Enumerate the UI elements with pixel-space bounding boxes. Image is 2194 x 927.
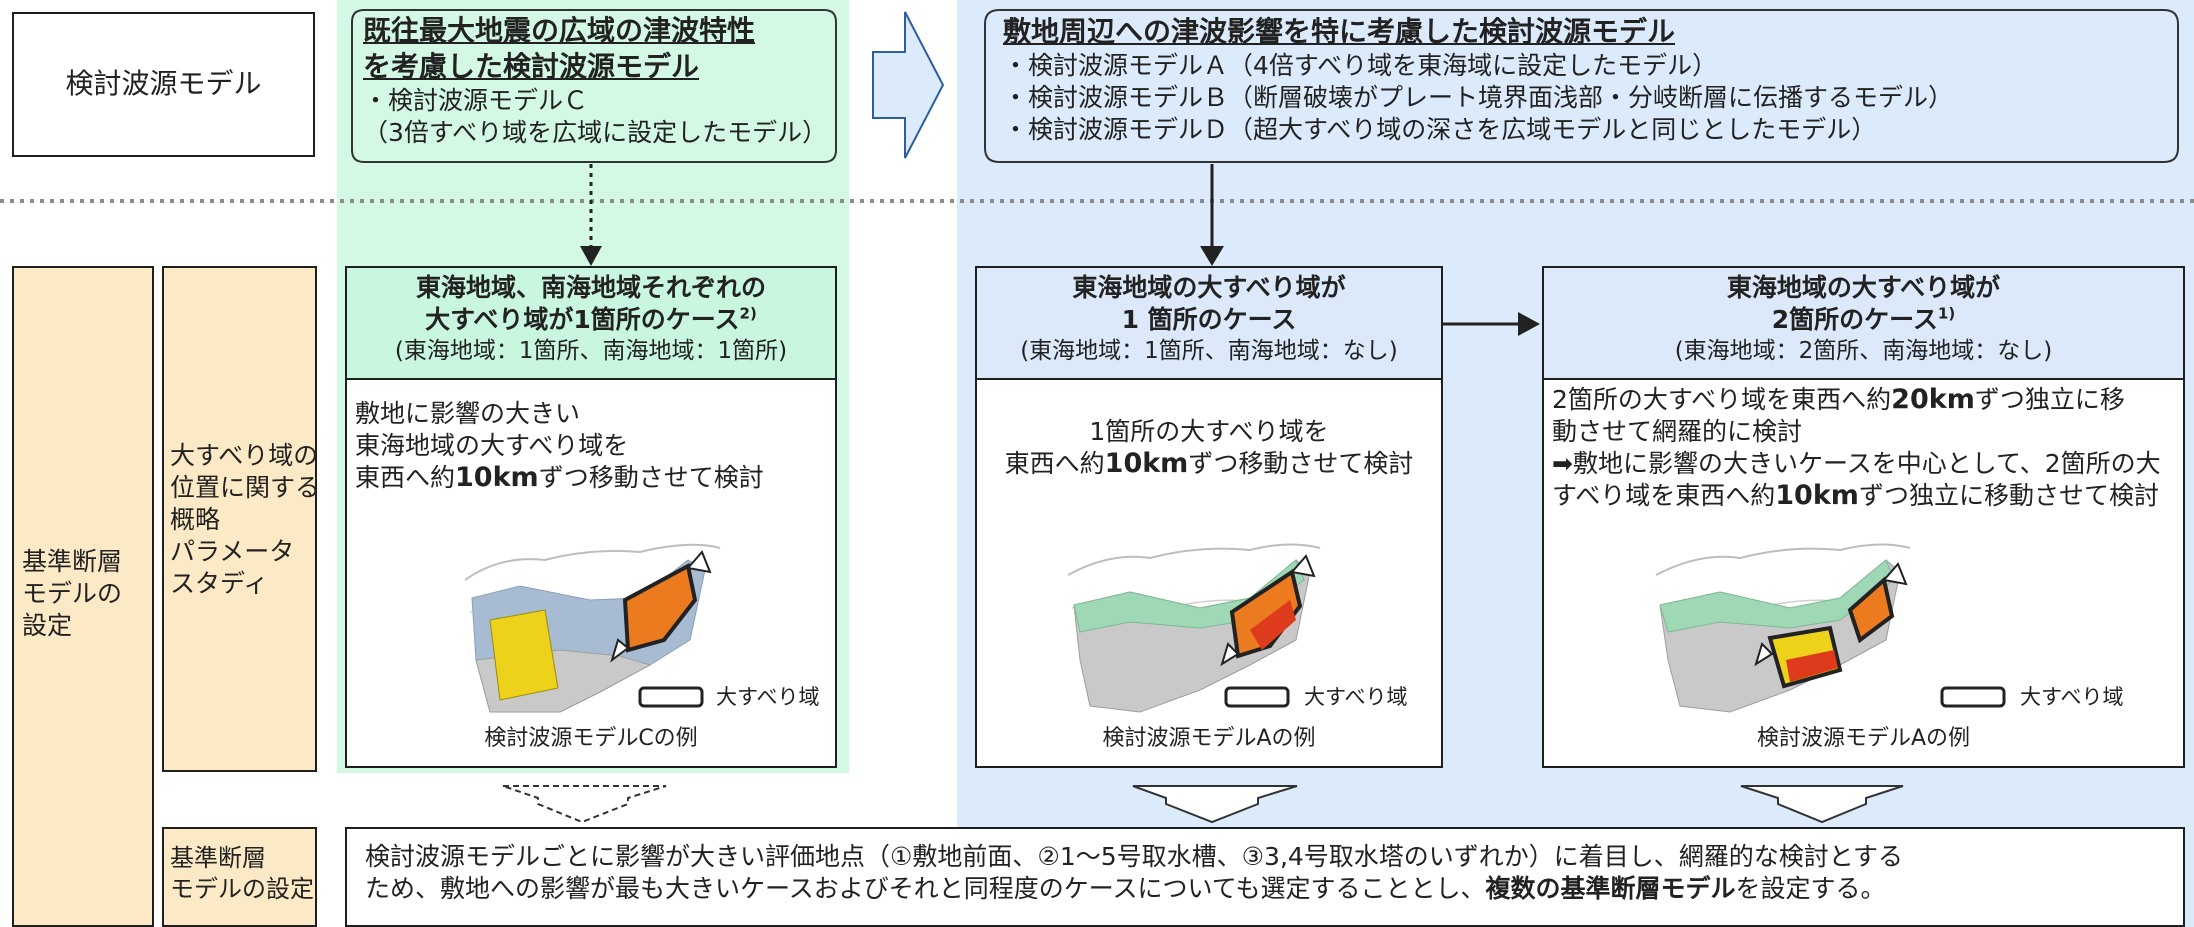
case-2-title-2: 1 箇所のケース [1121, 305, 1297, 334]
side-inner-label-study: 大すべり域の 位置に関する 概略 パラメータ スタディ [162, 266, 321, 772]
case-2-header: 東海地域の大すべり域が 1 箇所のケース (東海地域：1箇所、南海地域：なし) [977, 268, 1441, 380]
case-3-body: 2箇所の大すべり域を東西へ約20kmずつ独立に移 動させて網羅的に検討 ➡敷地に… [1544, 380, 2183, 512]
side-inner-study-4: パラメータ [170, 537, 295, 566]
case-3-body-4: すべり域を東西へ約10kmずつ独立に移動させて検討 [1552, 480, 2159, 511]
row-label-wave-source-model: 検討波源モデル [12, 12, 315, 157]
header-right-item-b: ・検討波源モデルＢ（断層破壊がプレート境界面浅部・分岐断層に伝播するモデル） [1003, 83, 1954, 112]
header-left-item-2: （3倍すべり域を広域に設定したモデル） [363, 118, 828, 147]
case-1-subtitle: (東海地域：1箇所、南海地域：1箇所) [394, 338, 788, 364]
case-2-subtitle: (東海地域：1箇所、南海地域：なし) [1020, 338, 1398, 364]
header-left-item-1: ・検討波源モデルＣ [363, 86, 589, 115]
side-setting-1: 基準断層 [170, 844, 266, 872]
legend-label-a-2: 大すべり域 [2020, 685, 2124, 709]
header-right-item-d: ・検討波源モデルＤ（超大すべり域の深さを広域モデルと同じとしたモデル） [1003, 115, 1877, 144]
side-outer-line-1: 基準断層 [22, 547, 123, 576]
map-caption-a-1: 検討波源モデルAの例 [1102, 726, 1316, 751]
case-1-body-1: 敷地に影響の大きい [355, 399, 581, 428]
case-1-header: 東海地域、南海地域それぞれの 大すべり域が1箇所のケース2) (東海地域：1箇所… [347, 268, 835, 380]
case-3-body-3: ➡敷地に影響の大きいケースを中心として、2箇所の大 [1552, 449, 2161, 478]
case-1-footnote: 2) [739, 304, 757, 323]
case-3-subtitle: (東海地域：2箇所、南海地域：なし) [1674, 338, 2053, 364]
case-1-body-2: 東海地域の大すべり域を [355, 431, 629, 460]
case-box-3: 東海地域の大すべり域が 2箇所のケース1) (東海地域：2箇所、南海地域：なし)… [1542, 266, 2185, 768]
case-2-body-2: 東西へ約10kmずつ移動させて検討 [1004, 448, 1414, 479]
legend-label-c: 大すべり域 [716, 685, 820, 709]
case-1-body: 敷地に影響の大きい 東海地域の大すべり域を 東西へ約10kmずつ移動させて検討 [347, 380, 835, 494]
case-2-body: 1箇所の大すべり域を 東西へ約10kmずつ移動させて検討 [977, 380, 1441, 480]
case-3-title-2: 2箇所のケース1) [1771, 304, 1956, 334]
case-3-body-2: 動させて網羅的に検討 [1552, 417, 1803, 446]
conclusion-line-2: ため、敷地への影響が最も大きいケースおよびそれと同程度のケースについても選定する… [365, 874, 1886, 903]
header-right-title: 敷地周辺への津波影響を特に考慮した検討波源モデル [1003, 15, 1676, 48]
map-caption-c: 検討波源モデルCの例 [484, 726, 698, 751]
side-inner-study-5: スタディ [170, 569, 269, 598]
case-3-header: 東海地域の大すべり域が 2箇所のケース1) (東海地域：2箇所、南海地域：なし) [1544, 268, 2183, 380]
case-3-body-1: 2箇所の大すべり域を東西へ約20kmずつ独立に移 [1552, 384, 2125, 415]
case-3-title-1: 東海地域の大すべり域が [1726, 273, 2001, 302]
case-2-body-1: 1箇所の大すべり域を [1089, 417, 1329, 446]
side-outer-label: 基準断層 モデルの 設定 [12, 266, 154, 927]
header-left-title-1: 既往最大地震の広域の津波特性 [363, 14, 756, 47]
side-inner-study-3: 概略 [170, 505, 221, 534]
legend-label-a-1: 大すべり域 [1304, 685, 1408, 709]
header-left-title-2: を考慮した検討波源モデル [363, 50, 700, 83]
case-1-title-1: 東海地域、南海地域それぞれの [415, 273, 766, 302]
header-right-item-a: ・検討波源モデルＡ（4倍すべり域を東海域に設定したモデル） [1003, 51, 1718, 80]
case-1-body-3: 東西へ約10kmずつ移動させて検討 [355, 462, 764, 493]
conclusion-line-1: 検討波源モデルごとに影響が大きい評価地点（①敷地前面、②1～5号取水槽、③3,4… [365, 842, 1904, 871]
side-inner-label-setting: 基準断層 モデルの設定 [162, 827, 317, 927]
case-2-title-1: 東海地域の大すべり域が [1072, 273, 1346, 302]
case-1-title-2: 大すべり域が1箇所のケース2) [425, 304, 757, 334]
map-caption-a-2: 検討波源モデルAの例 [1756, 726, 1971, 751]
side-inner-study-1: 大すべり域の [170, 441, 319, 470]
header-left-text: 既往最大地震の広域の津波特性 を考慮した検討波源モデル ・検討波源モデルＣ （3… [349, 9, 839, 169]
side-outer-line-2: モデルの [22, 579, 123, 608]
side-setting-2: モデルの設定 [170, 875, 314, 903]
side-inner-study-2: 位置に関する [170, 473, 321, 502]
case-3-footnote: 1) [1937, 304, 1956, 323]
side-outer-line-3: 設定 [22, 611, 73, 640]
conclusion-box: 検討波源モデルごとに影響が大きい評価地点（①敷地前面、②1～5号取水槽、③3,4… [345, 827, 2185, 927]
header-right-text: 敷地周辺への津波影響を特に考慮した検討波源モデル ・検討波源モデルＡ（4倍すべり… [983, 12, 2173, 162]
case-box-2: 東海地域の大すべり域が 1 箇所のケース (東海地域：1箇所、南海地域：なし) … [975, 266, 1443, 768]
